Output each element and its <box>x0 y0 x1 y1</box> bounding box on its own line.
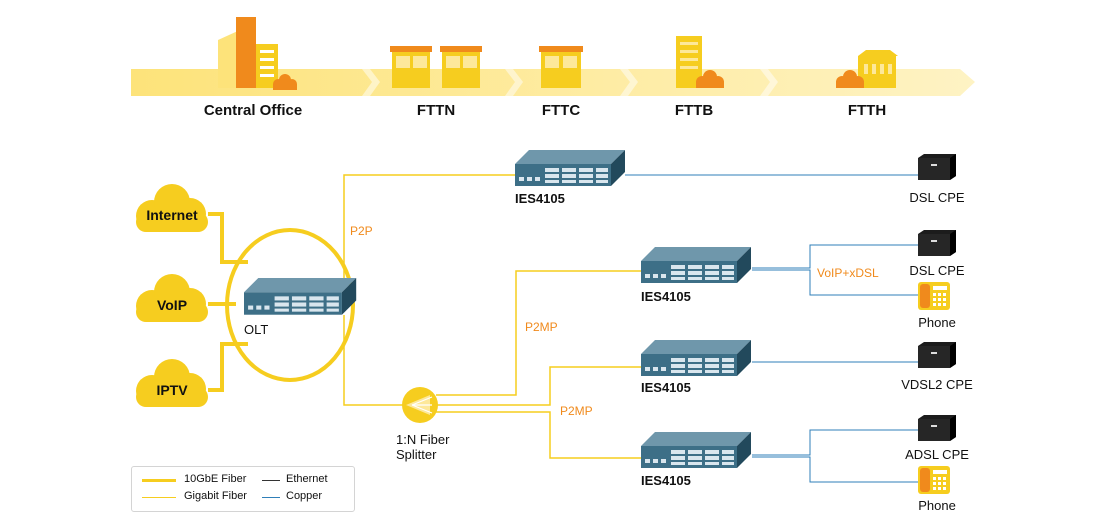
ies4105-switch-icon <box>641 340 751 376</box>
olt-switch-icon <box>244 278 357 315</box>
legend-copper-swatch <box>262 497 280 498</box>
ies-3-label: IES4105 <box>641 380 691 395</box>
fiber-splitter-icon <box>402 387 438 423</box>
splitter-label: 1:N Fiber Splitter <box>396 432 450 462</box>
splitter-ies4-link <box>436 411 641 459</box>
legend: 10GbE Fiber Ethernet Gigabit Fiber Coppe… <box>131 466 355 512</box>
copper-ies4-phone <box>752 456 918 483</box>
legend-copper-label: Copper <box>286 490 323 502</box>
legend-10g-swatch <box>142 479 176 482</box>
phone-icon <box>918 466 950 494</box>
phone-icon <box>918 282 950 310</box>
p2mp-label: P2MP <box>525 320 558 334</box>
copper-ies2-dsl <box>752 244 918 269</box>
dsl-cpe-label: DSL CPE <box>909 263 965 278</box>
phone-label: Phone <box>918 498 956 513</box>
ies4105-switch-icon <box>515 150 625 186</box>
p2mp-label: P2MP <box>560 404 593 418</box>
splitter-ies3-link <box>436 366 641 406</box>
legend-gig-swatch <box>142 497 176 498</box>
olt-ring <box>225 228 355 382</box>
copper-ies4-adsl <box>752 429 918 456</box>
adsl-cpe-label: ADSL CPE <box>905 447 969 462</box>
ftth-house-icon <box>836 50 898 88</box>
stage-central-office: Central Office <box>203 102 303 119</box>
stage-fttb: FTTB <box>674 102 714 119</box>
vdsl2-cpe-modem-icon <box>918 342 956 368</box>
olt-splitter-link <box>343 315 404 406</box>
p2p-link <box>343 174 515 280</box>
legend-ethernet-label: Ethernet <box>286 473 328 485</box>
ies-4-label: IES4105 <box>641 473 691 488</box>
legend-ethernet-swatch <box>262 480 280 481</box>
ies-2-label: IES4105 <box>641 289 691 304</box>
adsl-cpe-modem-icon <box>918 415 956 441</box>
dsl-cpe-modem-icon <box>918 230 956 256</box>
service-internet: Internet <box>146 207 198 223</box>
fttc-cabinet-icon <box>539 46 583 88</box>
legend-10g-label: 10GbE Fiber <box>184 473 247 485</box>
ies4105-switch-icon <box>641 432 751 468</box>
vdsl2-cpe-label: VDSL2 CPE <box>901 377 973 392</box>
voip-xdsl-label: VoIP+xDSL <box>817 266 879 280</box>
internet-link <box>208 212 248 264</box>
p2p-label: P2P <box>350 224 373 238</box>
service-voip: VoIP <box>156 297 188 313</box>
ies4105-switch-icon <box>641 247 751 283</box>
service-iptv: IPTV <box>156 382 188 398</box>
stage-fttn: FTTN <box>416 102 456 119</box>
fttb-building-icon <box>676 36 724 88</box>
ies-top-label: IES4105 <box>515 191 565 206</box>
splitter-ies2-link <box>436 270 641 396</box>
olt-label: OLT <box>244 322 269 337</box>
fttn-cabinet-icon <box>390 46 482 88</box>
phone-label: Phone <box>918 315 956 330</box>
copper-ies2-phone <box>752 269 918 296</box>
legend-gig-label: Gigabit Fiber <box>184 490 247 502</box>
stage-ftth: FTTH <box>847 102 887 119</box>
stage-fttc: FTTC <box>541 102 581 119</box>
central-office-building-icon <box>218 17 297 90</box>
dsl-cpe-label: DSL CPE <box>909 190 965 205</box>
dsl-cpe-modem-icon <box>918 154 956 180</box>
